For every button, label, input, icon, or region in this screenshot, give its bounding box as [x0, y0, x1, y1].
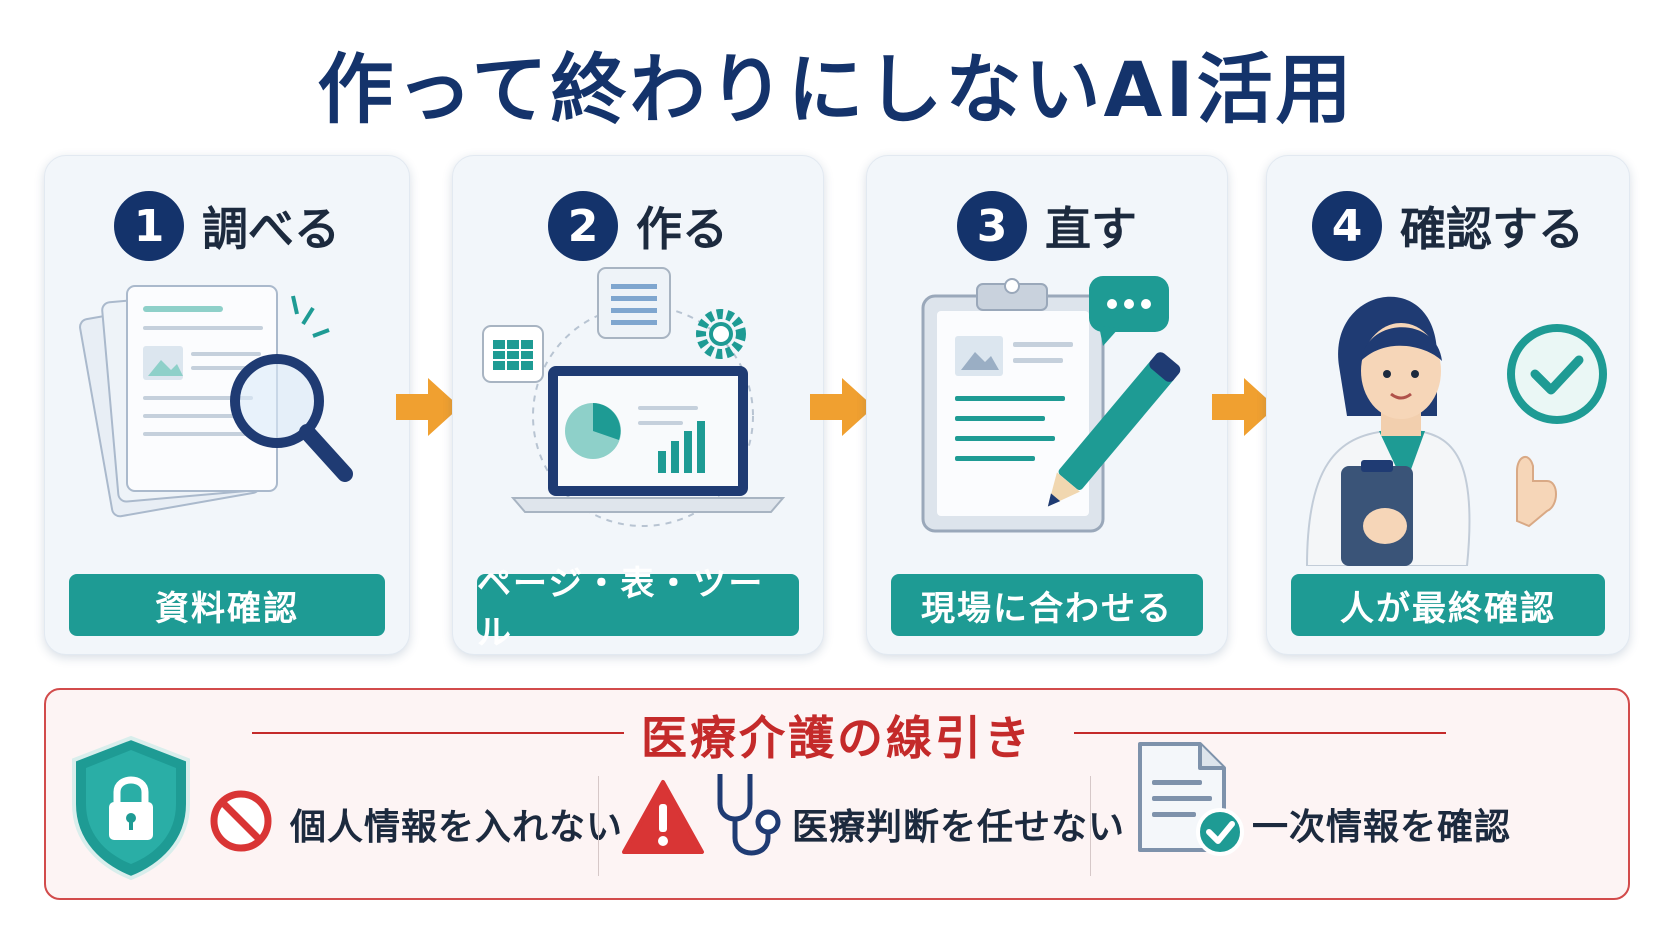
clipboard-edit-icon: [921, 276, 1181, 533]
document-check-icon: [1138, 742, 1244, 856]
step-number-4: 4: [1312, 191, 1382, 261]
doctor-checkmark-icon: [1305, 296, 1607, 566]
guardrails-title: 医療介護の線引き: [641, 711, 1033, 765]
guardrail-text-1: 個人情報を入れない: [290, 807, 624, 848]
step-card-3: 3 直す 現場に合わせる: [866, 155, 1228, 655]
step-number-1: 1: [114, 191, 184, 261]
divider: [1090, 776, 1091, 876]
guardrails-panel: 医療介護の線引き 個人情報を入れない 医療判断を任せない 一次情報を確認: [44, 688, 1630, 900]
page-title: 作って終わりにしないAI活用: [317, 45, 1355, 134]
step-title-1: 調べる: [202, 202, 340, 256]
arrow-right-icon: [396, 378, 460, 436]
laptop-dashboard-icon: [482, 267, 786, 527]
shield-lock-icon: [72, 735, 190, 881]
step-label-2: ページ・表・ツール: [477, 564, 799, 653]
step-card-4: 4 確認する 人が最終確認: [1266, 155, 1630, 655]
guardrail-text-3: 一次情報を確認: [1252, 807, 1512, 848]
divider: [1074, 732, 1446, 734]
arrow-right-icon: [1212, 378, 1276, 436]
no-entry-icon: [210, 790, 272, 852]
warning-icon: [622, 780, 704, 854]
divider: [252, 732, 624, 734]
documents-magnifier-icon: [79, 285, 353, 518]
step-number-3: 3: [957, 191, 1027, 261]
stethoscope-icon: [717, 774, 781, 856]
arrow-right-icon: [810, 378, 874, 436]
step-number-2: 2: [548, 191, 618, 261]
step-title-2: 作る: [636, 202, 728, 256]
step-title-4: 確認する: [1400, 202, 1584, 256]
divider: [598, 776, 599, 876]
step-label-1: 資料確認: [69, 574, 385, 636]
step-card-2: 2 作る ページ・表・ツール: [452, 155, 824, 655]
step-label-3: 現場に合わせる: [891, 574, 1203, 636]
guardrail-text-2: 医療判断を任せない: [792, 807, 1126, 848]
step-title-3: 直す: [1045, 202, 1137, 256]
step-label-4: 人が最終確認: [1291, 574, 1605, 636]
step-card-1: 1 調べる 資料確認: [44, 155, 410, 655]
